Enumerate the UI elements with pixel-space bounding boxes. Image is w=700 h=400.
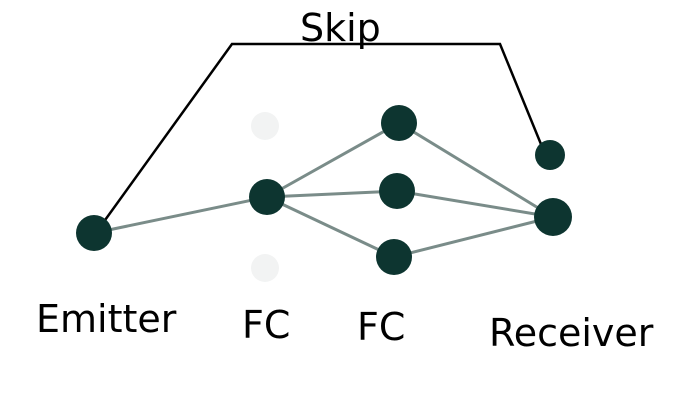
skip-connection-line xyxy=(93,42,547,235)
edge-fc2-bottom-receiver xyxy=(392,215,555,259)
fc1-label: FC xyxy=(242,303,291,347)
skip-label: Skip xyxy=(300,6,381,50)
emitter-node xyxy=(76,215,112,251)
network-nodes xyxy=(76,105,572,275)
edge-fc1-fc2-bottom xyxy=(265,195,396,259)
edge-fc2-mid-receiver xyxy=(395,189,555,219)
fc1-node xyxy=(249,179,285,215)
fc2-node-middle xyxy=(379,173,415,209)
fc2-node-bottom xyxy=(376,239,412,275)
edge-fc2-top-receiver xyxy=(397,121,555,219)
receiver-node xyxy=(534,198,572,236)
edge-fc1-fc2-top xyxy=(265,121,401,199)
edge-emitter-fc1 xyxy=(92,195,269,235)
faint-node-bottom xyxy=(251,254,279,282)
fc2-node-top xyxy=(381,105,417,141)
faint-node-top xyxy=(251,112,279,140)
emitter-label: Emitter xyxy=(36,297,177,341)
receiver-label: Receiver xyxy=(489,311,654,355)
fc2-label: FC xyxy=(357,305,406,349)
receiver-node-small xyxy=(535,140,565,170)
edge-fc1-fc2-mid xyxy=(265,189,399,199)
network-edges xyxy=(92,121,555,259)
